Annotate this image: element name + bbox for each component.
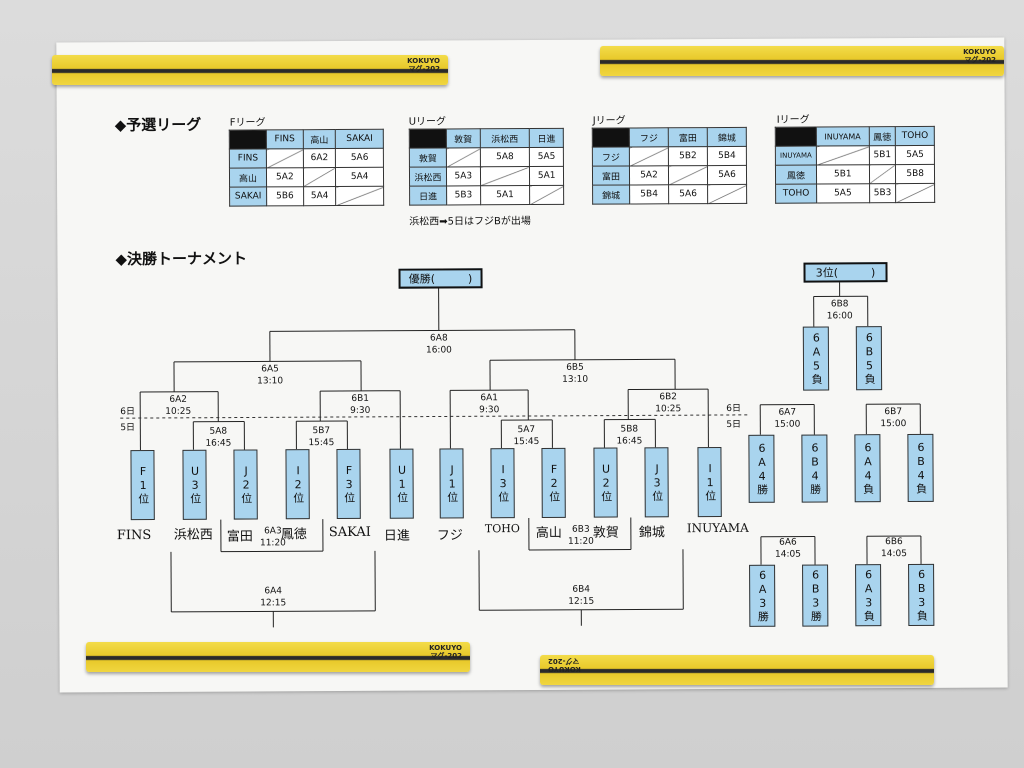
- consolation-box: 6B4負: [907, 433, 934, 503]
- handwritten-team: フジ: [436, 528, 463, 544]
- handwritten-team: 富田: [226, 529, 253, 545]
- consolation-box: 6B3勝: [802, 564, 829, 627]
- consolation-box: 6B5負: [855, 326, 883, 391]
- consolation-box: 6A3負: [855, 564, 882, 627]
- seed-box: U2位: [593, 447, 618, 518]
- handwritten-team: 鳳徳: [280, 527, 307, 543]
- consolation-box: 6A5負: [802, 326, 830, 391]
- seed-box: I2位: [285, 449, 310, 520]
- seed-box: F3位: [336, 448, 361, 520]
- day6-marker-right: 6日: [726, 403, 741, 414]
- seed-box: F1位: [130, 449, 155, 521]
- third-place-box: 3位( ): [803, 262, 888, 283]
- consolation-box: 6B3負: [908, 563, 935, 627]
- consolation-box: 6A3勝: [749, 564, 776, 627]
- handwritten-team: SAKAI: [328, 524, 371, 541]
- champion-box: 優勝( ): [398, 268, 483, 289]
- seed-box: F2位: [541, 447, 566, 518]
- seed-box: I3位: [490, 448, 515, 519]
- handwritten-team: INUYAMA: [686, 520, 749, 536]
- consolation-box: 6A4負: [854, 434, 881, 503]
- handwritten-team: 高山: [535, 525, 562, 541]
- consolation-box: 6B4勝: [801, 434, 828, 503]
- consolation-box: 6A4勝: [748, 434, 775, 503]
- handwritten-team: TOHO: [484, 522, 520, 536]
- seed-box: U3位: [182, 449, 207, 520]
- handwritten-team: 敦賀: [592, 525, 619, 541]
- seed-box: U1位: [389, 448, 414, 519]
- day5-marker-right: 5日: [726, 419, 742, 430]
- day5-marker-left: 5日: [120, 423, 136, 434]
- handwritten-team: 日進: [383, 528, 410, 544]
- seed-box: J2位: [233, 449, 258, 520]
- seed-box: J3位: [644, 447, 669, 518]
- seed-box: J1位: [439, 448, 464, 519]
- handwritten-team: FINS: [116, 527, 152, 544]
- handwritten-team: 浜松西: [173, 527, 213, 543]
- handwritten-team: 錦城: [638, 525, 665, 541]
- bracket-lines: [120, 282, 922, 628]
- seed-box: I1位: [697, 447, 722, 518]
- day6-marker-left: 6日: [120, 407, 136, 418]
